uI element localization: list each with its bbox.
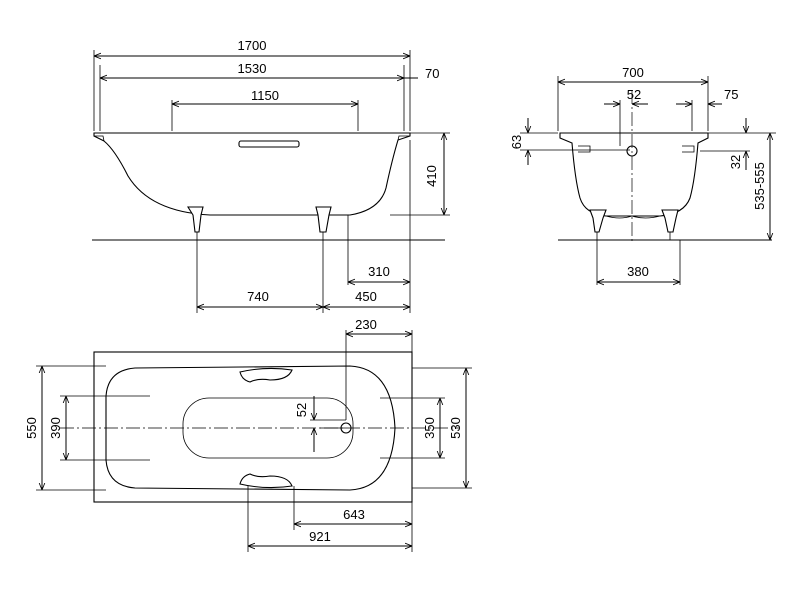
label-550: 550 — [24, 417, 39, 439]
label-75: 75 — [724, 87, 738, 102]
label-32: 32 — [728, 155, 743, 169]
label-230: 230 — [355, 317, 377, 332]
label-1150: 1150 — [251, 88, 279, 103]
end-view: 700 52 75 63 32 535-555 380 — [509, 65, 776, 285]
side-rim-right — [397, 135, 410, 141]
end-foot-right — [661, 209, 679, 240]
label-643: 643 — [343, 507, 365, 522]
label-52-plan: 52 — [294, 403, 309, 417]
plan-handle-bottom — [239, 473, 293, 489]
label-921: 921 — [309, 529, 331, 544]
end-fitting-right — [682, 145, 695, 153]
side-foot-left — [187, 206, 204, 240]
label-52-end: 52 — [627, 87, 641, 102]
label-310: 310 — [368, 264, 390, 279]
label-70: 70 — [425, 66, 439, 81]
label-410: 410 — [424, 165, 439, 187]
plan-handle-top — [239, 367, 293, 383]
side-foot-right — [315, 206, 332, 240]
label-1700: 1700 — [238, 38, 267, 53]
label-700: 700 — [622, 65, 644, 80]
label-530: 530 — [448, 417, 463, 439]
plan-inner-bowl — [105, 365, 396, 491]
side-handle — [238, 140, 300, 148]
label-740: 740 — [247, 289, 269, 304]
label-380: 380 — [627, 264, 649, 279]
end-tub-body — [559, 132, 709, 217]
end-base-detail — [605, 215, 661, 219]
label-535-555: 535-555 — [752, 162, 767, 210]
label-390: 390 — [48, 417, 63, 439]
label-63: 63 — [509, 135, 524, 149]
side-rim-left — [94, 135, 105, 142]
end-foot-left — [589, 209, 607, 240]
label-350: 350 — [422, 417, 437, 439]
label-1530: 1530 — [238, 61, 267, 76]
side-tub-body — [93, 132, 411, 216]
side-view: 1700 1530 70 1150 410 310 740 450 — [92, 38, 450, 313]
plan-view: 230 550 390 52 350 530 643 921 — [24, 317, 472, 552]
end-fitting-left — [578, 145, 591, 153]
label-450: 450 — [355, 289, 377, 304]
